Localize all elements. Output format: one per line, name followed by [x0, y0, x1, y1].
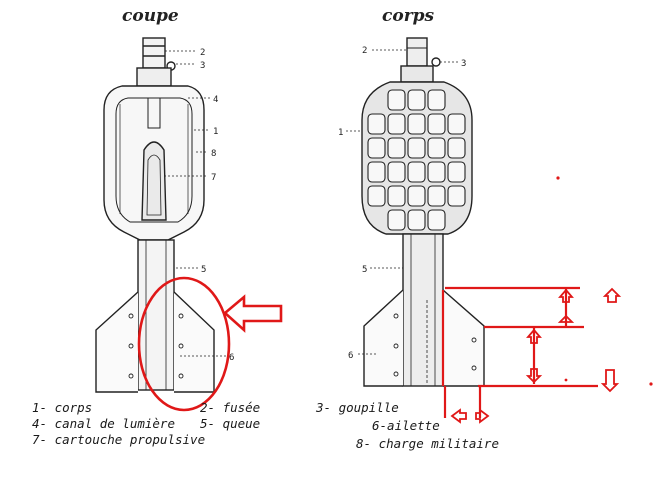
fin-left [95, 291, 139, 393]
legend-item-5: 5- queue [200, 416, 261, 431]
red-annotations [137, 276, 622, 424]
coupe-callouts: 2 3 4 1 8 7 5 6 [200, 48, 234, 363]
fragmentation-segment [407, 113, 426, 135]
coupe-callout-8: 8 [211, 149, 216, 159]
legend-item-3: 3- goupille [316, 400, 399, 415]
fragmentation-segment [387, 113, 406, 135]
fragmentation-segment [427, 137, 446, 159]
fragmentation-segment [427, 209, 446, 231]
coupe-callout-2: 2 [200, 48, 205, 58]
fragmentation-segment [407, 209, 426, 231]
corps-callout-3: 3 [461, 59, 466, 69]
fragmentation-segment [367, 161, 386, 183]
fuse-cap [142, 37, 166, 69]
title-corps: corps [382, 6, 435, 26]
fragmentation-segments [367, 89, 466, 231]
fragmentation-segment [407, 89, 426, 111]
corps-callout-1: 1 [338, 128, 343, 138]
fragmentation-segment [447, 185, 466, 207]
corps-callout-5: 5 [362, 265, 367, 275]
cartridge [141, 141, 167, 221]
legend-item-1: 1- corps [32, 400, 93, 415]
coupe-leaders [164, 50, 226, 357]
red-dots [556, 176, 653, 386]
fragmentation-segment [367, 185, 386, 207]
coupe-callout-4: 4 [213, 95, 218, 105]
fragmentation-segment [407, 185, 426, 207]
coupe-callout-5: 5 [201, 265, 206, 275]
red-ellipse [137, 276, 231, 412]
coupe-callout-7: 7 [211, 173, 216, 183]
fragmentation-segment [387, 89, 406, 111]
fragmentation-segment [447, 113, 466, 135]
fragmentation-segment [387, 137, 406, 159]
corps-fin-right [442, 289, 485, 387]
coupe-callout-1: 1 [213, 127, 218, 137]
fragmentation-segment [447, 137, 466, 159]
fragmentation-segment [427, 89, 446, 111]
up-arrow [526, 287, 622, 344]
corps-pin-ring [431, 57, 441, 67]
fragmentation-segment [387, 185, 406, 207]
coupe-section-drawing [95, 37, 215, 393]
corps-callout-2: 2 [362, 46, 367, 56]
fragmentation-segment [387, 161, 406, 183]
fragmentation-segment [367, 137, 386, 159]
legend-item-2: 2- fusée [200, 400, 261, 415]
corps-tail [402, 233, 444, 387]
coupe-callout-6: 6 [229, 353, 234, 363]
corps-leaders [346, 49, 458, 355]
title-coupe: coupe [122, 6, 179, 26]
fragmentation-segment [407, 161, 426, 183]
fin-right [173, 291, 215, 393]
fragmentation-segment [427, 185, 446, 207]
fragmentation-segment [407, 137, 426, 159]
left-pointing-arrow [223, 294, 283, 333]
fragmentation-segment [427, 161, 446, 183]
fragmentation-segment [367, 113, 386, 135]
legend-item-6: 6-ailette [372, 418, 440, 433]
legend-item-4: 4- canal de lumière [32, 416, 175, 431]
corps-callout-6: 6 [348, 351, 353, 361]
coupe-callout-3: 3 [200, 61, 205, 71]
legend-item-8: 8- charge militaire [356, 436, 499, 451]
corps-fuse [406, 37, 428, 67]
measurement-lines [441, 286, 598, 418]
corps-callouts: 2 3 1 5 6 [338, 46, 466, 361]
legend-item-7: 7- cartouche propulsive [32, 432, 206, 447]
corps-exterior-drawing [361, 37, 485, 387]
fragmentation-segment [447, 161, 466, 183]
down-arrow [450, 368, 620, 424]
corps-fin-left [363, 289, 404, 387]
fragmentation-segment [427, 113, 446, 135]
fragmentation-segment [387, 209, 406, 231]
